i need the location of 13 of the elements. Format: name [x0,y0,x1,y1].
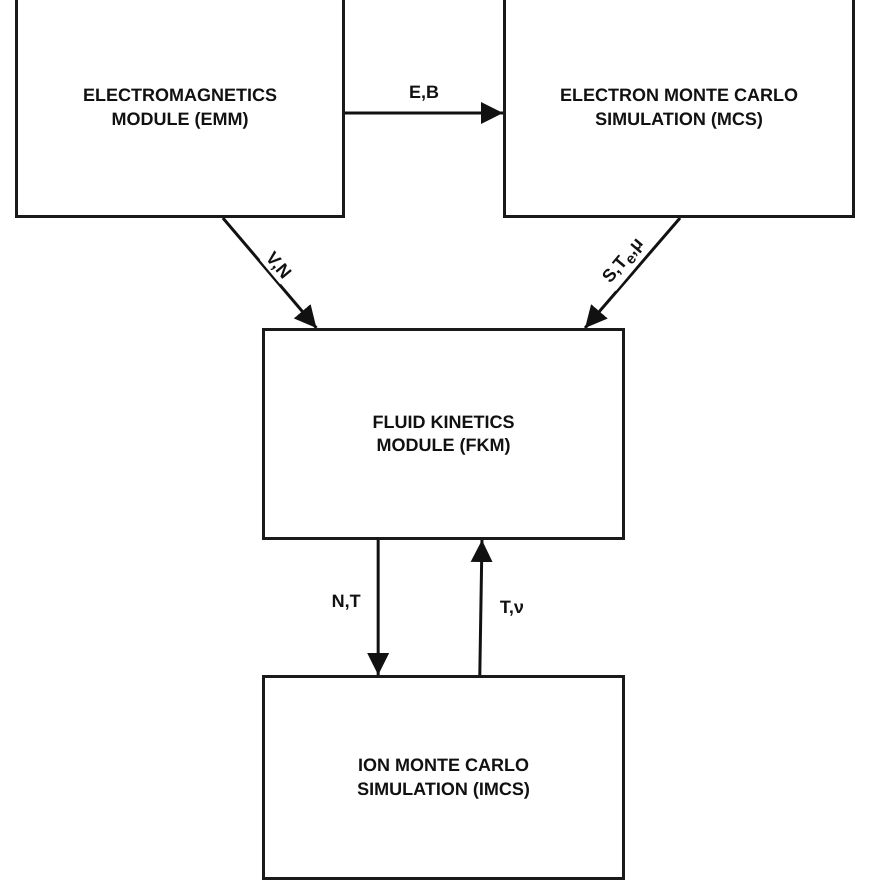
module-title: FLUID KINETICS MODULE (FKM) [372,410,516,457]
arrow [367,540,390,675]
arrow [222,217,318,329]
module-box [262,675,625,880]
module-title: ELECTROMAGNETICS MODULE (EMM) [82,84,278,131]
module-box [503,0,855,218]
module-box [262,328,625,540]
module-title: ELECTRON MONTE CARLO SIMULATION (MCS) [559,84,799,131]
arrow [345,102,503,124]
arrow [470,540,493,676]
arrow [584,217,682,329]
module-box [15,0,345,218]
module-title: ION MONTE CARLO SIMULATION (IMCS) [356,754,531,801]
